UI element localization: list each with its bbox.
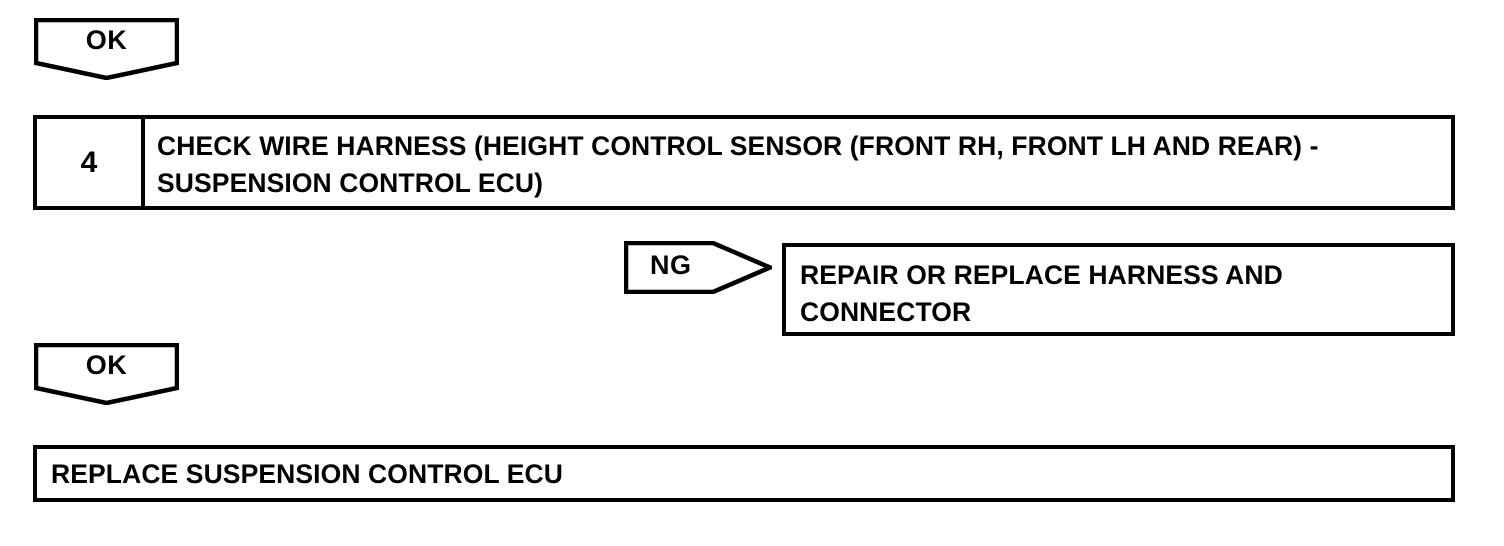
ok-connector-top: OK [34, 18, 179, 80]
ok-connector-label: OK [85, 350, 128, 380]
step-number-cell: 4 [37, 119, 145, 206]
ng-connector: NG [624, 241, 772, 294]
step-box: 4 CHECK WIRE HARNESS (HEIGHT CONTROL SEN… [33, 115, 1455, 210]
repair-action-text: REPAIR OR REPLACE HARNESS AND CONNECTOR [800, 260, 1283, 327]
ok-connector-label: OK [85, 25, 128, 55]
down-pentagon-icon [34, 343, 179, 405]
right-arrow-icon [624, 241, 772, 294]
final-action-box: REPLACE SUSPENSION CONTROL ECU [33, 445, 1455, 502]
ok-connector-bottom: OK [34, 343, 179, 405]
step-number: 4 [80, 145, 98, 179]
step-title: CHECK WIRE HARNESS (HEIGHT CONTROL SENSO… [157, 131, 1319, 198]
final-action-text: REPLACE SUSPENSION CONTROL ECU [51, 458, 563, 489]
ng-connector-label: NG [650, 250, 692, 280]
step-title-cell: CHECK WIRE HARNESS (HEIGHT CONTROL SENSO… [145, 119, 1451, 206]
down-pentagon-icon [34, 18, 179, 80]
repair-action-box: REPAIR OR REPLACE HARNESS AND CONNECTOR [782, 243, 1455, 336]
